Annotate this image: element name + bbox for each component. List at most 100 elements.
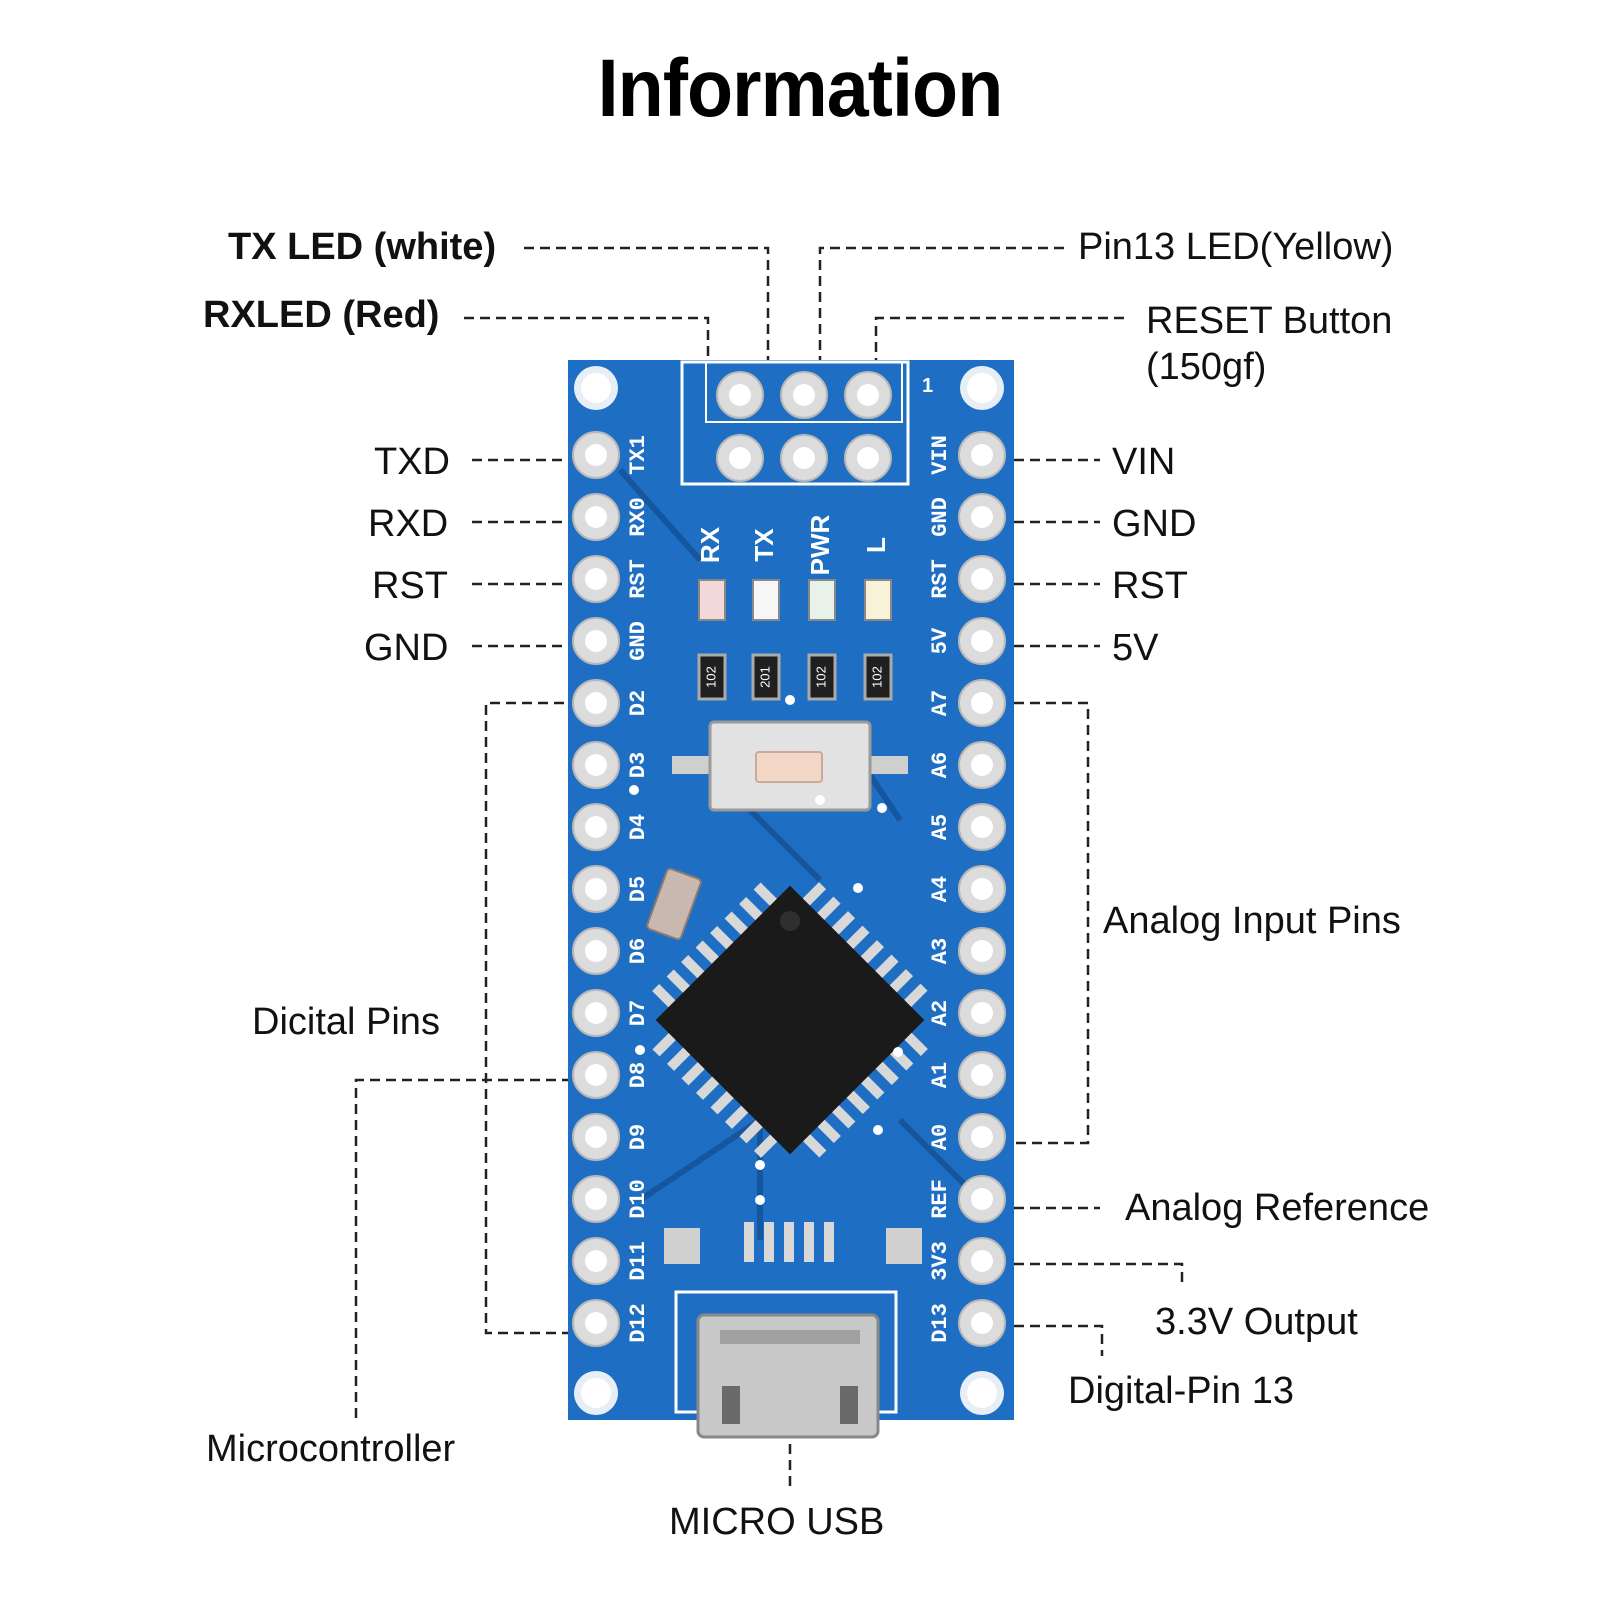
resistor-code: 102 bbox=[813, 666, 828, 688]
resistor-code: 201 bbox=[757, 666, 772, 688]
right-pin-silkscreen: REF bbox=[928, 1179, 953, 1219]
label-gnd-left: GND bbox=[364, 627, 449, 669]
status-led bbox=[808, 579, 836, 621]
leader-tx-led bbox=[524, 246, 770, 390]
mounting-hole-center bbox=[581, 373, 611, 403]
via bbox=[785, 695, 795, 705]
left-pin-silkscreen: D10 bbox=[626, 1179, 651, 1219]
left-pin-pad-hole bbox=[585, 692, 607, 714]
left-pin-pad-hole bbox=[585, 878, 607, 900]
led-silkscreen: L bbox=[861, 537, 891, 553]
right-pin-silkscreen: 3V3 bbox=[928, 1241, 953, 1281]
left-pin-pad-hole bbox=[585, 506, 607, 528]
resistor-code: 102 bbox=[703, 666, 718, 688]
crystal bbox=[646, 867, 702, 941]
right-pin-pad-hole bbox=[971, 816, 993, 838]
label-rxd: RXD bbox=[368, 503, 449, 545]
pcb-trace bbox=[638, 1117, 762, 1203]
reset-button-cap bbox=[755, 751, 823, 783]
label-rst-left: RST bbox=[372, 565, 448, 607]
left-pin-silkscreen: D12 bbox=[626, 1303, 651, 1343]
chip-pin bbox=[844, 925, 870, 952]
chip-pin bbox=[902, 1030, 928, 1057]
chip-pin bbox=[887, 969, 914, 995]
micro-usb-connector bbox=[696, 1313, 880, 1439]
left-pin-silkscreen: TX1 bbox=[626, 435, 651, 475]
led-resistor bbox=[697, 653, 727, 701]
left-pin-pad-hole bbox=[585, 1064, 607, 1086]
left-pin-silkscreen: D4 bbox=[626, 814, 651, 840]
chip-pin bbox=[829, 1103, 856, 1129]
right-pin-silkscreen: A5 bbox=[928, 814, 953, 840]
label-tx-led: TX LED (white) bbox=[228, 226, 497, 268]
icsp-pad-hole bbox=[857, 447, 879, 469]
chip-pin bbox=[800, 882, 827, 908]
via bbox=[815, 795, 825, 805]
right-pin-silkscreen: A7 bbox=[928, 690, 953, 716]
resistor-code: 102 bbox=[869, 666, 884, 688]
left-pin-silkscreen: D2 bbox=[626, 690, 651, 716]
chip-pin bbox=[666, 969, 693, 995]
leader-analog-inputs bbox=[982, 701, 1090, 1145]
label-reset-force: (150gf) bbox=[1146, 346, 1267, 388]
right-pin-silkscreen: A0 bbox=[928, 1124, 953, 1150]
led-resistor bbox=[807, 653, 837, 701]
label-analog-inputs: Analog Input Pins bbox=[1103, 900, 1401, 942]
via bbox=[635, 1045, 645, 1055]
label-micro-usb: MICRO USB bbox=[669, 1501, 885, 1543]
right-pin-silkscreen: RST bbox=[928, 559, 953, 599]
right-pin-silkscreen: D13 bbox=[928, 1303, 953, 1343]
left-pin-silkscreen: D6 bbox=[626, 938, 651, 964]
label-gnd-right: GND bbox=[1112, 503, 1197, 545]
usb-data-pad bbox=[804, 1222, 814, 1262]
label-5v: 5V bbox=[1112, 627, 1159, 669]
arduino-nano-board: TX1RX0RSTGNDD2D3D4D5D6D7D8D9D10D11D12VIN… bbox=[568, 360, 1014, 1439]
page-title: Information bbox=[597, 43, 1004, 134]
status-led bbox=[752, 579, 780, 621]
usb-slot-right bbox=[840, 1386, 858, 1424]
right-pin-pad-hole bbox=[971, 1126, 993, 1148]
led-silkscreen: TX bbox=[749, 528, 779, 562]
left-pin-silkscreen: D7 bbox=[626, 1000, 651, 1026]
left-pin-pad-hole bbox=[585, 568, 607, 590]
left-pin-silkscreen: D9 bbox=[626, 1124, 651, 1150]
led-resistor bbox=[751, 653, 781, 701]
via bbox=[755, 1160, 765, 1170]
chip-pin bbox=[739, 1117, 765, 1144]
chip-pin bbox=[753, 1132, 780, 1158]
chip-pin bbox=[695, 1074, 722, 1100]
chip-pin bbox=[815, 1117, 841, 1144]
label-rx-led: RXLED (Red) bbox=[203, 294, 440, 336]
mounting-hole-center bbox=[581, 1378, 611, 1408]
left-pin-silkscreen: GND bbox=[626, 621, 651, 661]
chip-pin bbox=[710, 1088, 736, 1115]
chip-pin bbox=[815, 896, 841, 923]
usb-shield-pad-right bbox=[886, 1228, 922, 1264]
mounting-hole-center bbox=[967, 373, 997, 403]
label-microcontroller: Microcontroller bbox=[206, 1428, 456, 1470]
via bbox=[873, 1125, 883, 1135]
usb-slot-left bbox=[722, 1386, 740, 1424]
right-pin-silkscreen: A3 bbox=[928, 938, 953, 964]
chip-pin bbox=[873, 954, 899, 981]
left-pin-silkscreen: RX0 bbox=[626, 497, 651, 537]
left-pin-pad-hole bbox=[585, 1002, 607, 1024]
label-rst-right: RST bbox=[1112, 565, 1188, 607]
label-digital-pin-13: Digital-Pin 13 bbox=[1068, 1370, 1294, 1412]
left-pin-silkscreen: D11 bbox=[626, 1241, 651, 1281]
status-led bbox=[864, 579, 892, 621]
chip-pin bbox=[724, 1103, 751, 1129]
label-reset-button: RESET Button bbox=[1146, 300, 1393, 342]
chip-pin bbox=[681, 1059, 707, 1086]
chip-pin bbox=[652, 983, 678, 1010]
right-pin-pad-hole bbox=[971, 1188, 993, 1210]
chip-pin bbox=[652, 1030, 678, 1057]
icsp-pad-hole bbox=[793, 447, 815, 469]
led-resistor bbox=[863, 653, 893, 701]
icsp-marker: 1 bbox=[922, 375, 933, 397]
chip-pin bbox=[844, 1088, 870, 1115]
led-silkscreen: PWR bbox=[805, 514, 835, 575]
chip-pin bbox=[858, 1074, 885, 1100]
